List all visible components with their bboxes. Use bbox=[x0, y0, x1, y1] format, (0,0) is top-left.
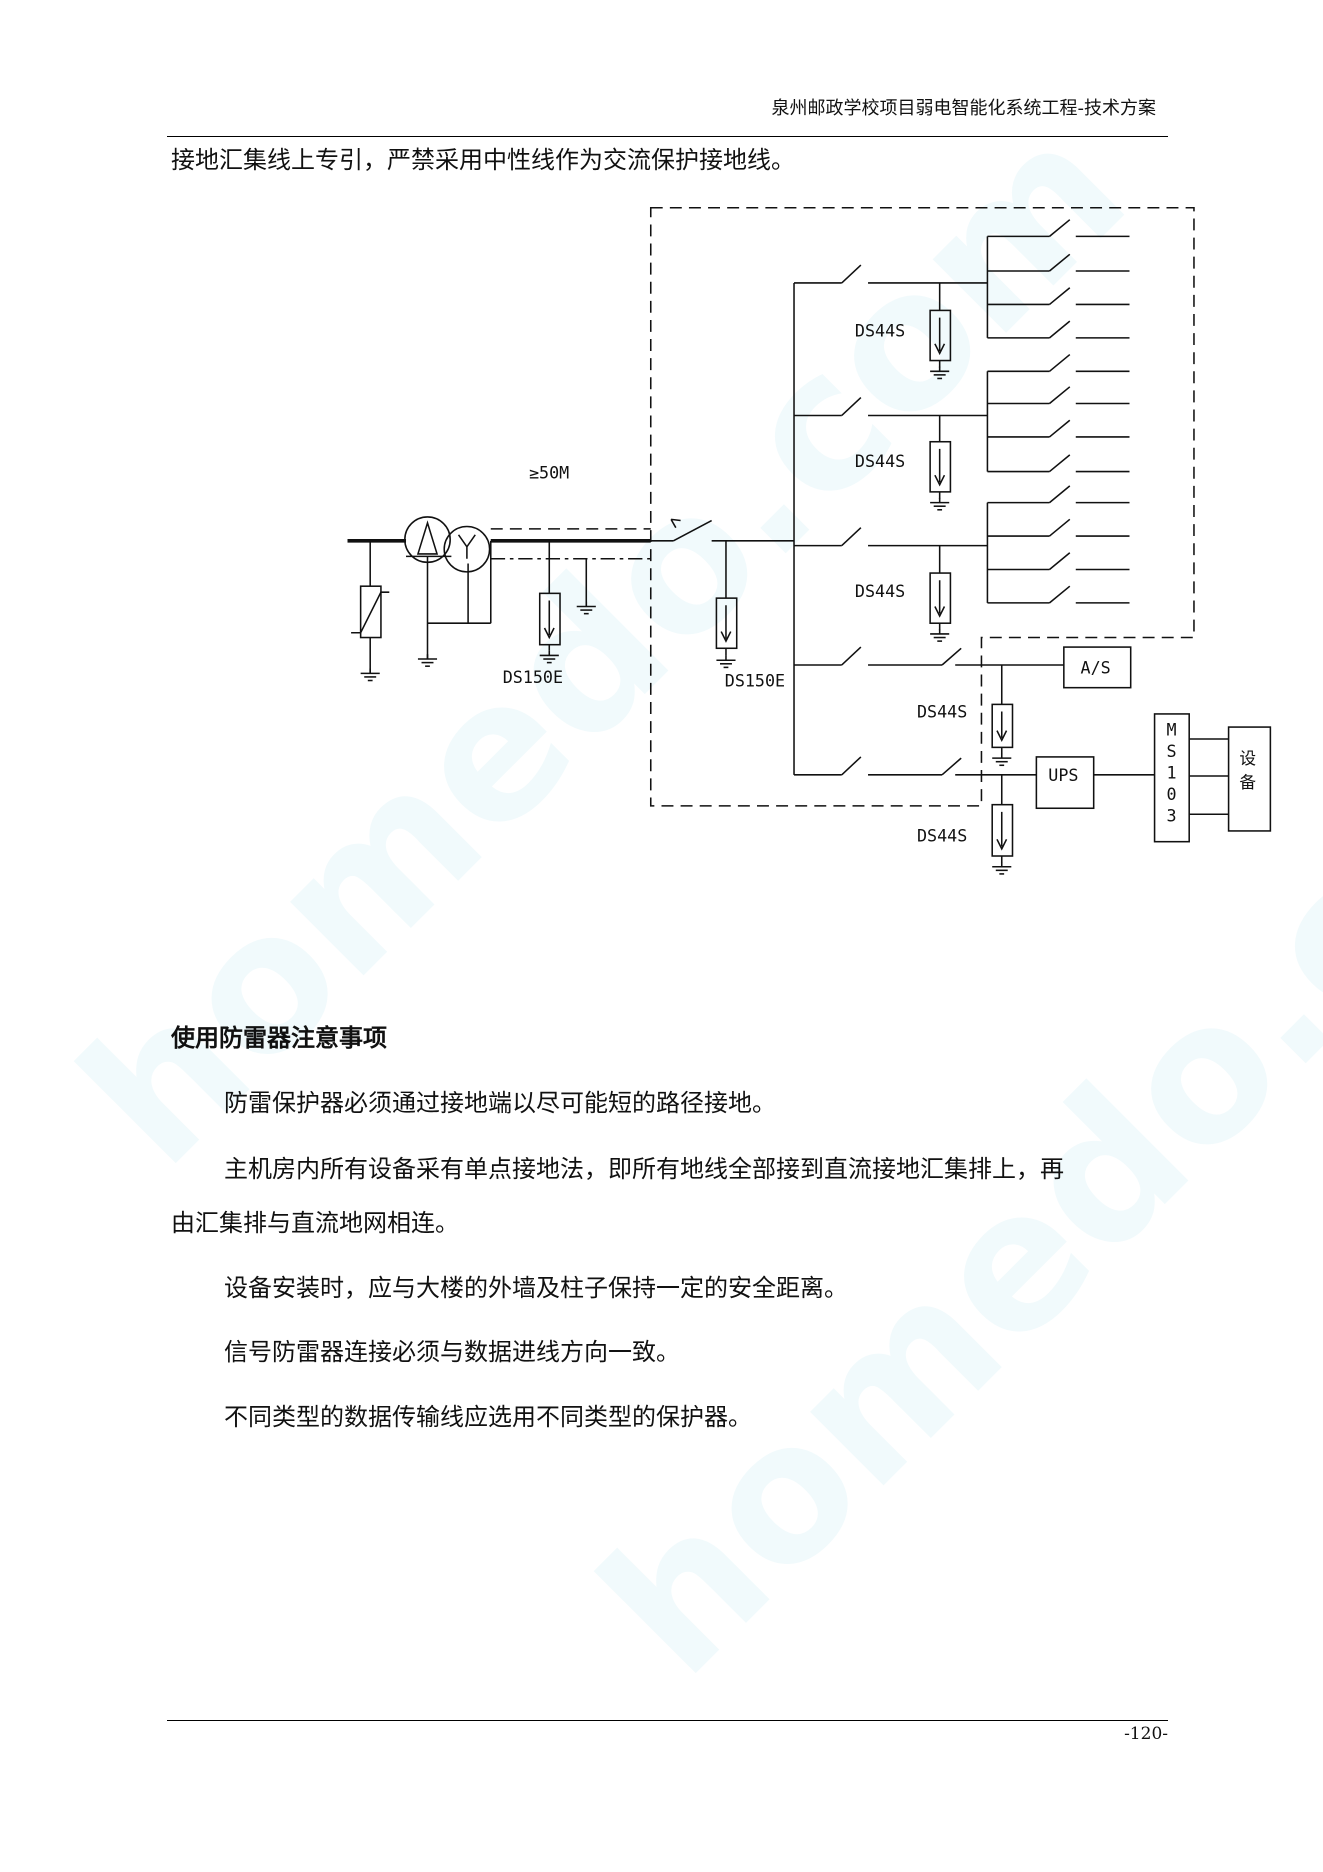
varistor-curve-icon bbox=[351, 591, 390, 634]
main-switch-icon bbox=[673, 519, 713, 542]
footer-rule bbox=[167, 1720, 1168, 1721]
wye-winding-icon bbox=[457, 534, 476, 559]
page-number: -120- bbox=[1124, 1724, 1168, 1744]
paragraph: 信号防雷器连接必须与数据进线方向一致。 bbox=[224, 1338, 680, 1366]
device-char: 设 bbox=[1239, 748, 1256, 768]
switch-icon bbox=[1049, 353, 1071, 372]
ms103-char: M bbox=[1167, 719, 1177, 739]
arrester-arrow-icon bbox=[543, 600, 555, 640]
switch-icon bbox=[841, 396, 862, 417]
as-box bbox=[1063, 646, 1132, 689]
ms103-char: 0 bbox=[1167, 784, 1177, 804]
switch-icon bbox=[1049, 320, 1071, 339]
switch-icon bbox=[1049, 287, 1071, 306]
switch-arrow-icon bbox=[670, 518, 681, 529]
device-char: 备 bbox=[1239, 772, 1256, 792]
arrester-label: DS150E bbox=[503, 667, 563, 687]
section-heading: 使用防雷器注意事项 bbox=[171, 1023, 387, 1052]
switch-icon bbox=[1049, 386, 1071, 405]
intro-line: 接地汇集线上专引，严禁采用中性线作为交流保护接地线。 bbox=[171, 146, 795, 174]
distance-label: ≥50M bbox=[529, 463, 569, 483]
switch-icon bbox=[1049, 485, 1071, 504]
ms103-char: S bbox=[1167, 741, 1177, 761]
paragraph: 由汇集排与直流地网相连。 bbox=[171, 1209, 459, 1237]
switch-icon bbox=[841, 527, 862, 547]
arrester-arrow-icon bbox=[934, 448, 946, 487]
arrester-label: DS44S bbox=[917, 702, 967, 722]
distribution-box-outline bbox=[649, 206, 1195, 807]
arrester-arrow-icon bbox=[996, 811, 1008, 851]
ups-box bbox=[1035, 756, 1095, 810]
transformer-secondary bbox=[443, 525, 491, 573]
switch-icon bbox=[1049, 419, 1071, 438]
switch-icon bbox=[1049, 253, 1071, 272]
arrester-label: DS44S bbox=[855, 451, 905, 471]
as-label: A/S bbox=[1081, 657, 1111, 677]
arrester-label: DS150E bbox=[725, 670, 785, 690]
ms103-char: 1 bbox=[1167, 762, 1177, 782]
device-box bbox=[1227, 726, 1272, 832]
switch-icon bbox=[1049, 552, 1071, 571]
paragraph: 不同类型的数据传输线应选用不同类型的保护器。 bbox=[224, 1403, 752, 1431]
switch-icon bbox=[841, 646, 862, 666]
switch-icon bbox=[1049, 585, 1071, 604]
ups-label: UPS bbox=[1048, 765, 1078, 785]
switch-icon bbox=[1049, 219, 1071, 237]
ms103-char: 3 bbox=[1167, 805, 1177, 825]
arrester-label: DS44S bbox=[917, 826, 967, 846]
header-rule bbox=[167, 136, 1168, 137]
switch-icon bbox=[1049, 518, 1071, 537]
switch-icon bbox=[941, 647, 962, 666]
paragraph: 设备安装时，应与大楼的外墙及柱子保持一定的安全距离。 bbox=[224, 1274, 848, 1302]
switch-icon bbox=[841, 264, 862, 284]
paragraph: 防雷保护器必须通过接地端以尽可能短的路径接地。 bbox=[224, 1089, 776, 1117]
arrester-arrow-icon bbox=[934, 580, 946, 618]
arrester-arrow-icon bbox=[996, 711, 1008, 742]
switch-icon bbox=[1049, 454, 1071, 473]
arrester-label: DS44S bbox=[855, 321, 905, 341]
paragraph: 主机房内所有设备采有单点接地法，即所有地线全部接到直流接地汇集排上，再 bbox=[224, 1155, 1064, 1183]
arrester-label: DS44S bbox=[855, 581, 905, 601]
delta-winding-icon bbox=[416, 520, 439, 555]
arrester-arrow-icon bbox=[934, 317, 946, 356]
switch-icon bbox=[841, 756, 862, 776]
running-header: 泉州邮政学校项目弱电智能化系统工程-技术方案 bbox=[771, 98, 1157, 119]
switch-icon bbox=[941, 757, 962, 776]
arrester-arrow-icon bbox=[720, 605, 732, 643]
ms103-box bbox=[1153, 713, 1190, 843]
